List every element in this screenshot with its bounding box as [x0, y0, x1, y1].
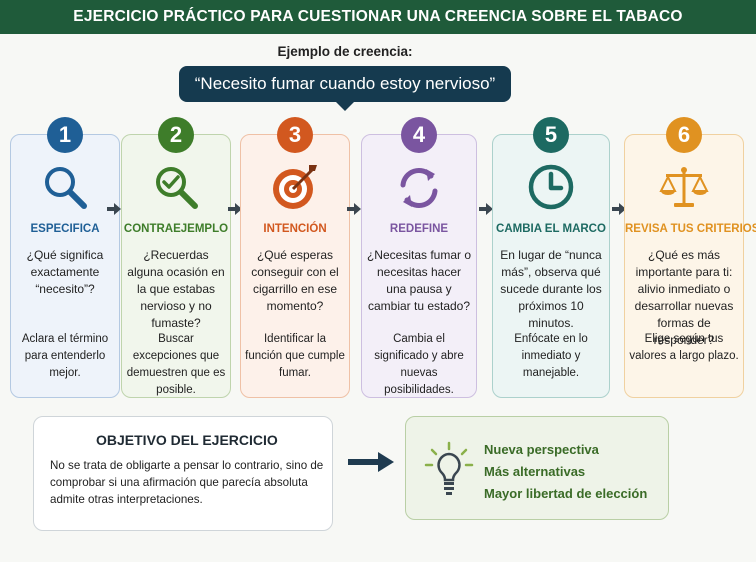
step-title: INTENCIÓN: [263, 223, 327, 235]
check-magnifier-icon: [156, 167, 198, 209]
refresh-icon: [400, 168, 438, 208]
page-title: EJERCICIO PRÁCTICO PARA CUESTIONAR UNA C…: [0, 0, 756, 34]
magnifier-icon: [45, 167, 87, 209]
step-question: ¿Necesitas fumar o necesitas hacer una p…: [366, 248, 472, 313]
step-tip: Elige según tus valores a largo plazo.: [629, 333, 739, 362]
arrow-right-icon: [347, 203, 361, 215]
lightbulb-icon: [424, 441, 474, 495]
arrow-right-icon: [228, 203, 242, 215]
goal-title: OBJETIVO DEL EJERCICIO: [96, 432, 278, 448]
clock-icon: [528, 164, 574, 210]
step-question: ¿Qué significa exactamente “necesito”?: [26, 248, 104, 296]
belief-callout: “Necesito fumar cuando estoy nervioso”: [179, 66, 511, 111]
step-tip: Cambia el significado y abre nuevas posi…: [374, 333, 464, 396]
example-label: Ejemplo de creencia:: [277, 44, 413, 59]
result-box: Nueva perspectiva Más alternativas Mayor…: [405, 416, 669, 520]
step-card-specify: 1 ESPECIFICA ¿Qué significa exactamente …: [10, 117, 120, 398]
step-title: CONTRAEJEMPLO: [123, 223, 229, 235]
step-number: 2: [158, 117, 194, 153]
step-card-intention: 3 INTENCIÓN ¿Qué esperas conseguir con e…: [240, 117, 350, 398]
arrow-right-icon: [479, 203, 493, 215]
step-number: 6: [666, 117, 702, 153]
goal-text: No se trata de obligarte a pensar lo con…: [50, 459, 324, 506]
list-item: Mayor libertad de elección: [484, 486, 648, 501]
step-number: 5: [533, 117, 569, 153]
step-title: CAMBIA EL MARCO: [496, 223, 606, 235]
step-number: 3: [277, 117, 313, 153]
list-item: Nueva perspectiva: [484, 442, 599, 457]
goal-box: OBJETIVO DEL EJERCICIO No se trata de ob…: [33, 416, 333, 531]
step-card-redefine: 4 REDEFINE ¿Necesitas fumar o necesitas …: [361, 117, 477, 398]
step-number: 4: [401, 117, 437, 153]
step-question: ¿Recuerdas alguna ocasión en la que esta…: [127, 248, 225, 330]
step-number: 1: [47, 117, 83, 153]
target-icon: [273, 165, 317, 209]
step-tip: Buscar excepciones que demuestren que es…: [126, 333, 226, 396]
result-list: Nueva perspectiva Más alternativas Mayor…: [484, 439, 647, 505]
step-card-reframe: 5 CAMBIA EL MARCO En lugar de “nunca más…: [492, 117, 610, 398]
arrow-right-icon: [348, 452, 394, 472]
step-question: ¿Qué esperas conseguir con el cigarrillo…: [251, 248, 339, 313]
step-tip: Aclara el término para entenderlo mejor.: [21, 333, 109, 379]
step-tip: Enfócate en lo inmediato y manejable.: [514, 333, 588, 379]
arrow-right-icon: [107, 203, 121, 215]
step-card-counterexample: 2 CONTRAEJEMPLO ¿Recuerdas alguna ocasió…: [121, 117, 231, 398]
step-title: REDEFINE: [389, 223, 449, 235]
step-title: ESPECIFICA: [30, 223, 100, 235]
list-item: Más alternativas: [484, 464, 586, 479]
step-card-review-criteria: 6 REVISA TUS CRITERIOS ¿Qué es más impor…: [624, 117, 756, 398]
step-question: En lugar de “nunca más”, observa qué suc…: [500, 248, 602, 330]
scales-icon: [659, 167, 709, 207]
step-tip: Identificar la función que cumple fumar.: [245, 333, 345, 379]
step-title: REVISA TUS CRITERIOS: [625, 223, 756, 235]
arrow-right-icon: [612, 203, 626, 215]
step-question: ¿Qué es más importante para ti: alivio i…: [634, 248, 734, 347]
